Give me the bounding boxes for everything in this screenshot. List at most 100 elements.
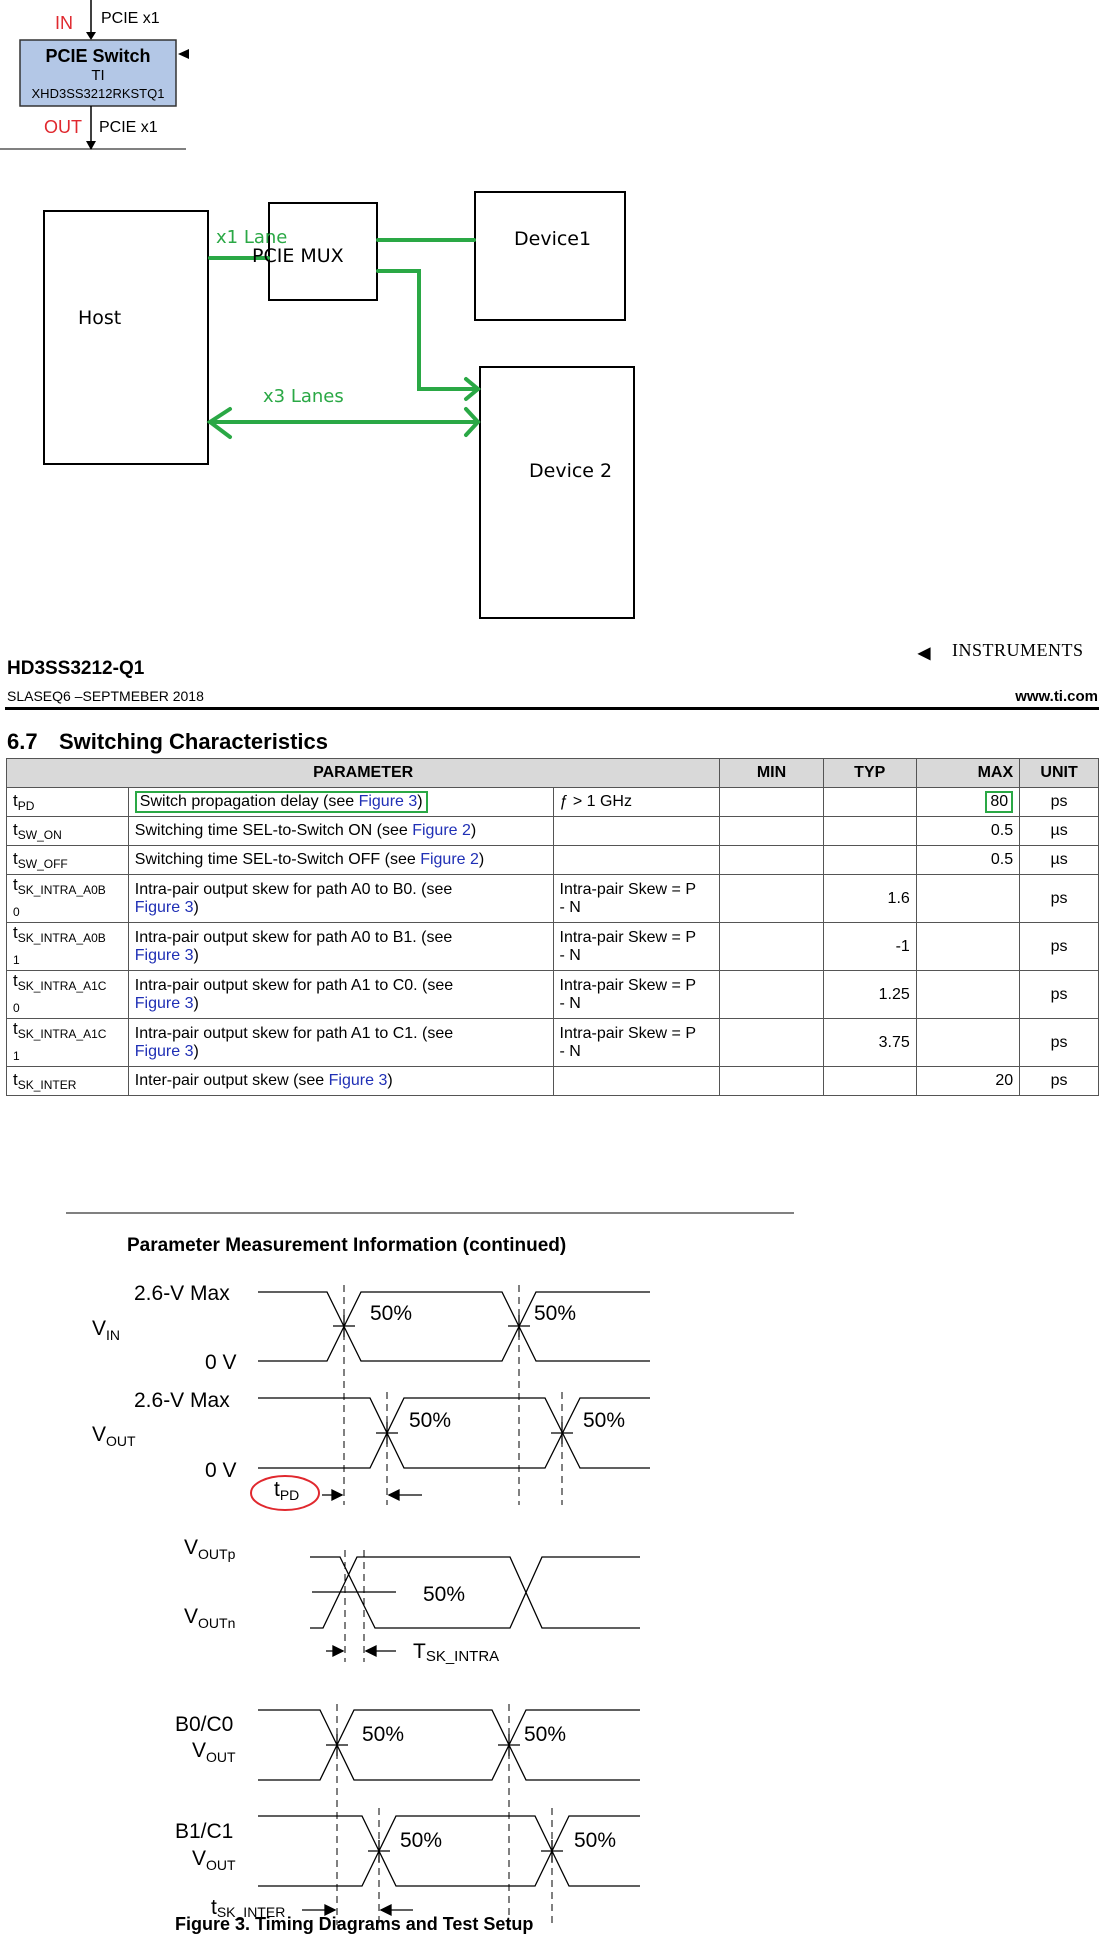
param-description: Switch propagation delay (see Figure 3) bbox=[127, 787, 554, 817]
max-value bbox=[915, 1018, 1021, 1067]
typ-value: 1.25 bbox=[822, 970, 917, 1019]
param-condition: Intra-pair Skew = P- N bbox=[552, 874, 721, 923]
param-description: Intra-pair output skew for path A0 to B0… bbox=[127, 874, 554, 923]
pct-label: 50% bbox=[583, 1409, 625, 1432]
vout-zero-label: 0 V bbox=[205, 1459, 237, 1482]
voutn-label: VOUTn bbox=[184, 1605, 235, 1631]
host-box bbox=[43, 210, 209, 465]
figure-link[interactable]: Figure 3 bbox=[134, 946, 194, 964]
header-typ: TYP bbox=[822, 758, 917, 788]
figure-link[interactable]: Figure 3 bbox=[134, 898, 194, 916]
param-description: Switching time SEL-to-Switch ON (see Fig… bbox=[127, 816, 554, 846]
pct-label: 50% bbox=[409, 1409, 451, 1432]
typ-value: -1 bbox=[822, 922, 917, 971]
figure-link[interactable]: Figure 3 bbox=[328, 1072, 388, 1089]
typ-value: 1.6 bbox=[822, 874, 917, 923]
figure-link[interactable]: Figure 3 bbox=[358, 793, 418, 810]
b1c1-label: B1/C1 bbox=[175, 1820, 233, 1843]
typ-value bbox=[822, 845, 917, 875]
unit-value: ps bbox=[1019, 787, 1099, 817]
param-symbol: tSK_INTER bbox=[6, 1066, 129, 1096]
param-condition bbox=[552, 845, 721, 875]
typ-value: 3.75 bbox=[822, 1018, 917, 1067]
vout-max-label: 2.6-V Max bbox=[134, 1389, 230, 1412]
max-value: 80 bbox=[915, 787, 1021, 817]
mux-label: PCIE MUX bbox=[252, 245, 344, 267]
switch-part-number: XHD3SS3212RKSTQ1 bbox=[32, 86, 165, 101]
pct-label: 50% bbox=[574, 1829, 616, 1852]
table-row: tPD Switch propagation delay (see Figure… bbox=[6, 787, 1099, 817]
max-value: 0.5 bbox=[915, 816, 1021, 846]
switch-title: PCIE Switch bbox=[45, 46, 150, 66]
diagram-canvas: IN PCIE x1 PCIE Switch TI XHD3SS3212RKST… bbox=[0, 0, 635, 619]
x1-lane-label: x1 Lane bbox=[216, 227, 287, 248]
part-number: HD3SS3212-Q1 bbox=[7, 658, 145, 679]
header-parameter: PARAMETER bbox=[5, 758, 721, 788]
max-value: 20 bbox=[915, 1066, 1021, 1096]
pct-label: 50% bbox=[423, 1583, 465, 1606]
unit-value: ps bbox=[1019, 1066, 1099, 1096]
pct-label: 50% bbox=[534, 1302, 576, 1325]
ti-logo-icon: ◀ bbox=[918, 645, 931, 662]
b0c0-label: B0/C0 bbox=[175, 1713, 233, 1736]
max-value bbox=[915, 970, 1021, 1019]
host-label: Host bbox=[78, 307, 121, 329]
figure-link[interactable]: Figure 3 bbox=[134, 994, 194, 1012]
unit-value: µs bbox=[1019, 845, 1099, 875]
param-symbol: tSW_OFF bbox=[6, 845, 129, 875]
param-symbol: tPD bbox=[6, 787, 129, 817]
figure-link[interactable]: Figure 3 bbox=[134, 1042, 194, 1060]
switch-vendor: TI bbox=[91, 67, 104, 84]
tpd-highlight-circle bbox=[250, 1475, 320, 1511]
param-description: Inter-pair output skew (see Figure 3) bbox=[127, 1066, 554, 1096]
unit-value: ps bbox=[1019, 1018, 1099, 1067]
unit-value: ps bbox=[1019, 874, 1099, 923]
pct-label: 50% bbox=[362, 1723, 404, 1746]
figure-link[interactable]: Figure 2 bbox=[420, 851, 479, 868]
header-rule bbox=[5, 707, 1099, 710]
max-value bbox=[915, 874, 1021, 923]
header-max: MAX bbox=[915, 758, 1021, 788]
tpd-label: tPD bbox=[274, 1478, 299, 1503]
in-signal-label: PCIE x1 bbox=[101, 10, 160, 27]
vin-max-label: 2.6-V Max bbox=[134, 1282, 230, 1305]
out-label: OUT bbox=[44, 117, 82, 137]
pct-label: 50% bbox=[400, 1829, 442, 1852]
typ-value bbox=[822, 816, 917, 846]
doc-id: SLASEQ6 –SEPTMEBER 2018 bbox=[7, 688, 204, 704]
figure-caption: Figure 3. Timing Diagrams and Test Setup bbox=[175, 1914, 533, 1934]
b0c0-vout-label: VOUT bbox=[192, 1739, 236, 1765]
min-value bbox=[719, 1018, 824, 1067]
unit-value: ps bbox=[1019, 922, 1099, 971]
highlight-box: Switch propagation delay (see Figure 3) bbox=[134, 791, 428, 813]
pcie-switch-block: IN PCIE x1 PCIE Switch TI XHD3SS3212RKST… bbox=[0, 0, 189, 150]
pcie-topology: Host Device1 Device 2 PCIE MUX x1 Lane x… bbox=[43, 191, 635, 619]
param-description: Intra-pair output skew for path A1 to C1… bbox=[127, 1018, 554, 1067]
in-label: IN bbox=[55, 13, 73, 33]
param-symbol: tSW_ON bbox=[6, 816, 129, 846]
device1-box bbox=[474, 191, 626, 321]
vin-zero-label: 0 V bbox=[205, 1351, 237, 1374]
min-value bbox=[719, 787, 824, 817]
section-number: 6.7 bbox=[7, 729, 38, 754]
table-header-row: PARAMETER MIN TYP MAX UNIT bbox=[5, 758, 1099, 788]
brand-text: INSTRUMENTS bbox=[952, 640, 1084, 660]
min-value bbox=[719, 922, 824, 971]
typ-value bbox=[822, 787, 917, 817]
section-heading: 6.7 Switching Characteristics bbox=[7, 729, 328, 755]
device2-label: Device 2 bbox=[529, 460, 612, 482]
min-value bbox=[719, 874, 824, 923]
figure-link[interactable]: Figure 2 bbox=[412, 822, 471, 839]
section-title: Switching Characteristics bbox=[59, 729, 328, 754]
param-condition: Intra-pair Skew = P- N bbox=[552, 922, 721, 971]
mux-box bbox=[268, 202, 378, 301]
param-description: Switching time SEL-to-Switch OFF (see Fi… bbox=[127, 845, 554, 875]
